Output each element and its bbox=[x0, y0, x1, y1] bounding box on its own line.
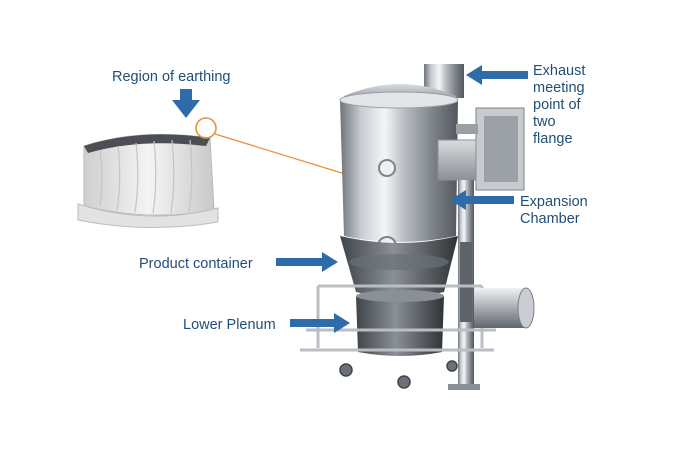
label-expansion-line-1: Expansion bbox=[520, 194, 588, 210]
label-exhaust-line-2: meeting bbox=[533, 80, 585, 96]
product-container-arrow bbox=[276, 252, 338, 272]
earthing-callout-circle bbox=[195, 117, 217, 139]
label-lower-plenum: Lower Plenum bbox=[183, 317, 276, 333]
expansion-arrow bbox=[450, 190, 514, 210]
filter-bag-illustration bbox=[77, 133, 219, 228]
label-exhaust-line-3: point of bbox=[533, 97, 581, 113]
label-region-of-earthing: Region of earthing bbox=[112, 69, 231, 85]
fluid-bed-machine bbox=[300, 64, 535, 390]
label-expansion-chamber: Expansion Chamber bbox=[520, 194, 588, 228]
label-exhaust-line-5: flange bbox=[533, 131, 573, 147]
callout-connector-line bbox=[214, 133, 346, 175]
label-exhaust-flange: Exhaust meeting point of two flange bbox=[533, 63, 585, 148]
label-expansion-line-2: Chamber bbox=[520, 211, 580, 227]
label-exhaust-line-1: Exhaust bbox=[533, 63, 586, 79]
label-exhaust-line-4: two bbox=[533, 114, 556, 130]
label-product-container: Product container bbox=[139, 256, 253, 272]
lower-plenum-arrow bbox=[290, 313, 350, 333]
exhaust-arrow bbox=[466, 65, 528, 85]
earthing-arrow bbox=[172, 89, 200, 118]
